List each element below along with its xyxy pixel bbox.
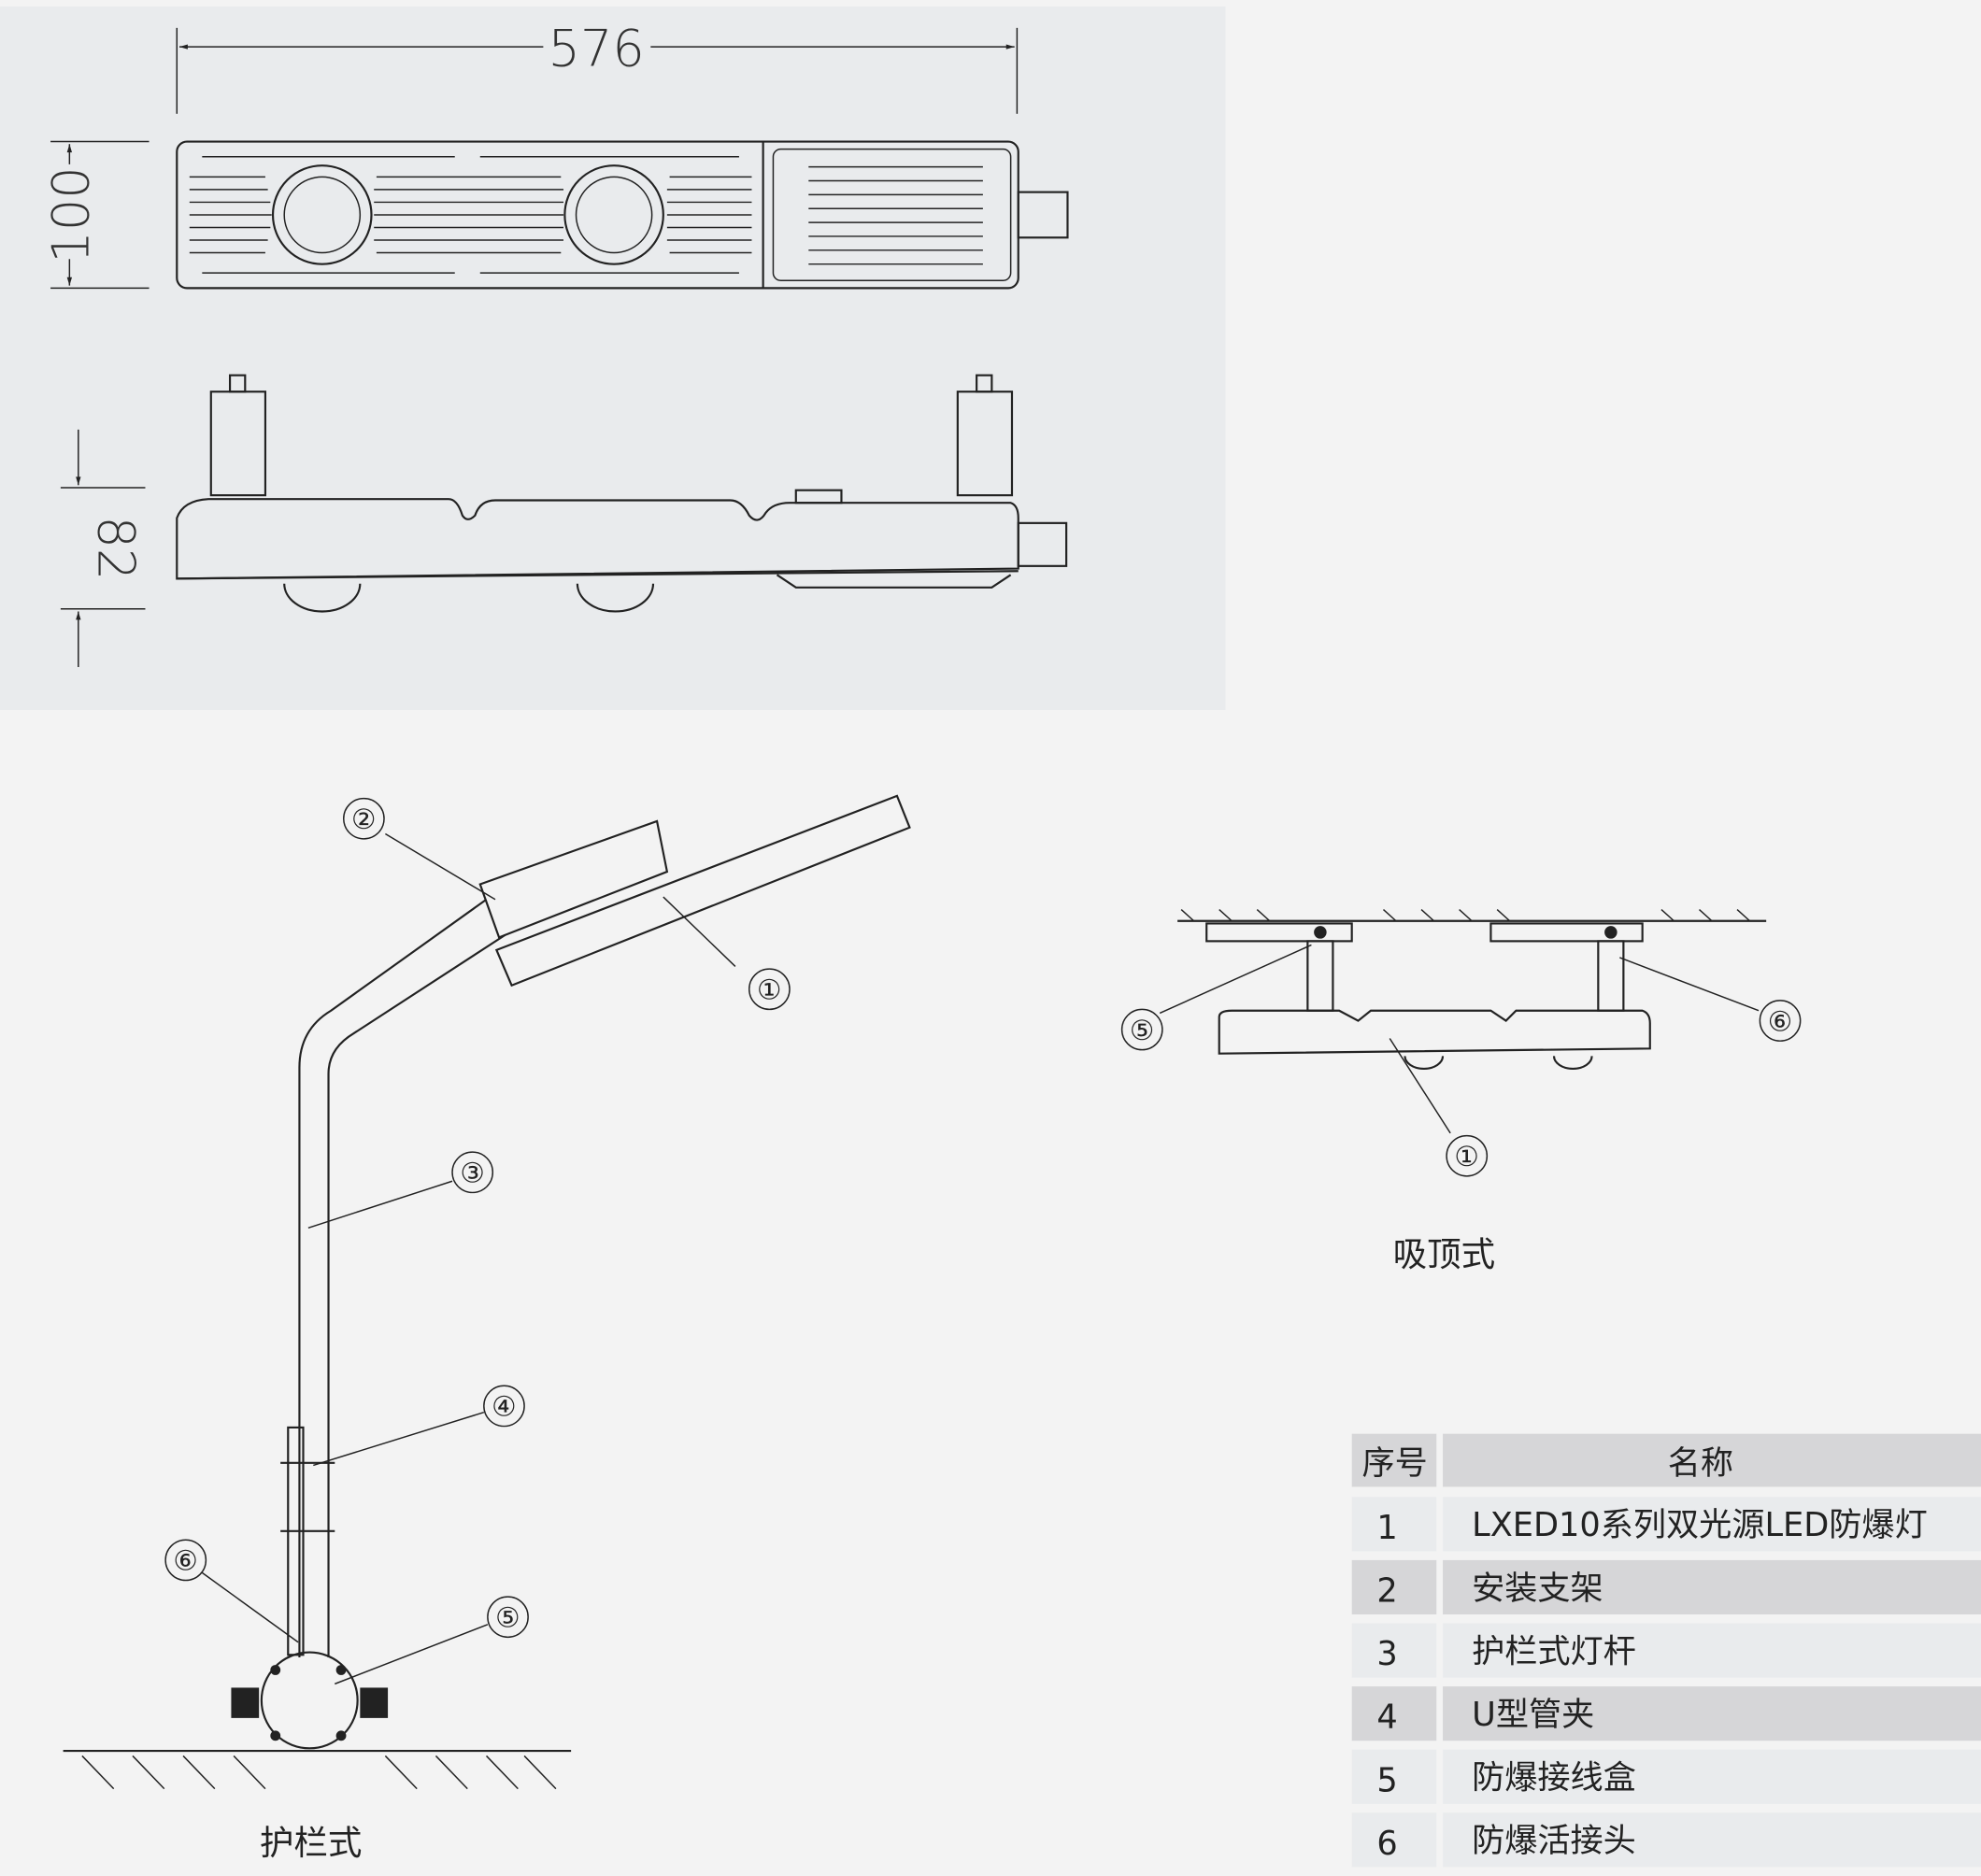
- height-dimension: 82: [86, 516, 145, 580]
- callout-4: ④: [492, 1391, 517, 1424]
- row-number: 3: [1376, 1635, 1397, 1673]
- row-name: 护栏式灯杆: [1472, 1632, 1636, 1670]
- ceiling-callout-6: ⑥: [1768, 1005, 1793, 1038]
- header-name: 名称: [1668, 1444, 1733, 1483]
- header-number: 序号: [1362, 1444, 1428, 1483]
- ceiling-callout-1: ①: [1454, 1141, 1479, 1173]
- row-name: 防爆活接头: [1472, 1822, 1636, 1860]
- ceiling-callout-5: ⑤: [1130, 1015, 1155, 1047]
- dimension-panel: [0, 6, 1226, 710]
- length-dimension: 576: [549, 19, 645, 78]
- row-number: 1: [1376, 1509, 1397, 1547]
- row-number: 2: [1376, 1571, 1397, 1610]
- callout-5: ⑤: [495, 1602, 520, 1635]
- guardrail-caption: 护栏式: [260, 1823, 363, 1863]
- table-row: 1 LXED10系列双光源LED防爆灯: [1351, 1497, 1981, 1552]
- side-view: 82: [60, 374, 1068, 667]
- row-number: 5: [1376, 1761, 1397, 1799]
- callout-6: ⑥: [173, 1545, 198, 1578]
- guardrail-mount-diagram: ② ① ③ ④ ⑤ ⑥ 护栏式: [63, 794, 911, 1863]
- callout-1: ①: [757, 974, 782, 1007]
- row-number: 4: [1376, 1698, 1397, 1737]
- parts-table: 序号 名称 1 LXED10系列双光源LED防爆灯 2 安装支架 3 护栏式灯杆 4 U…: [1351, 1433, 1981, 1868]
- top-view: 576 100: [42, 19, 1069, 290]
- table-row: 3 护栏式灯杆: [1351, 1623, 1981, 1678]
- ceiling-mount-diagram: ⑤ ⑥ ① 吸顶式: [1120, 909, 1802, 1274]
- row-number: 6: [1376, 1825, 1397, 1863]
- callout-3: ③: [460, 1158, 485, 1190]
- table-row: 2 安装支架: [1351, 1559, 1981, 1615]
- row-name: 安装支架: [1472, 1570, 1603, 1608]
- callout-2: ②: [351, 803, 377, 836]
- row-name: U型管夹: [1472, 1696, 1594, 1734]
- row-name: 防爆接线盒: [1472, 1759, 1636, 1798]
- table-row: 5 防爆接线盒: [1351, 1749, 1981, 1804]
- row-name: LXED10系列双光源LED防爆灯: [1472, 1506, 1928, 1544]
- table-row: 4 U型管夹: [1351, 1686, 1981, 1741]
- width-dimension: 100: [42, 166, 101, 263]
- ceiling-caption: 吸顶式: [1393, 1234, 1496, 1274]
- table-row: 6 防爆活接头: [1351, 1812, 1981, 1868]
